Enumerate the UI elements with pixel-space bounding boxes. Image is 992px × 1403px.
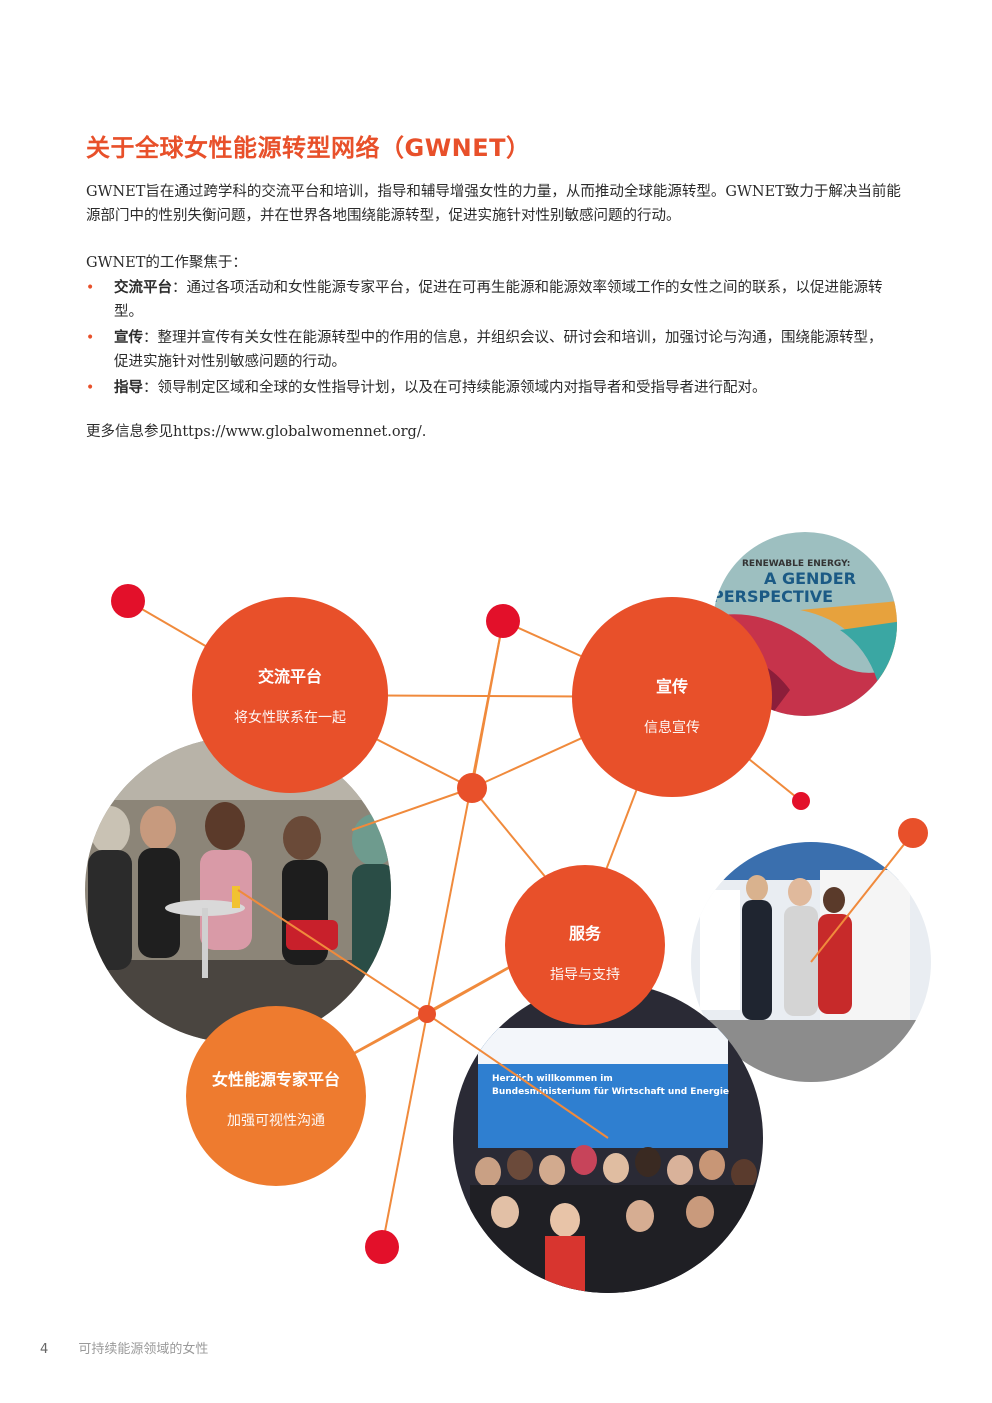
bullet-icon: • (86, 330, 95, 346)
bullet-term: 宣传 (114, 329, 143, 346)
node-title: 宣传 (655, 677, 688, 696)
red-dot (792, 792, 810, 810)
node-expert-platform-label: 女性能源专家平台 加强可视性沟通 (176, 1066, 376, 1130)
node-title: 服务 (568, 924, 601, 943)
bullet-term: 交流平台 (114, 279, 172, 296)
red-dot (418, 1005, 436, 1023)
red-dot (111, 584, 145, 618)
bullet-term: 指导 (114, 379, 143, 396)
node-expert-platform (186, 1006, 366, 1186)
book-title-line1: RENEWABLE ENERGY: (742, 559, 850, 569)
bullet-text: 领导制定区域和全球的女性指导计划，以及在可持续能源领域内对指导者和受指导者进行配… (157, 380, 767, 396)
bullet-text: 通过各项活动和女性能源专家平台，促进在可再生能源和能源效率领域工作的女性之间的联… (114, 280, 883, 320)
running-title: 可持续能源领域的女性 (78, 1342, 209, 1357)
bullet-separator: ： (143, 380, 158, 396)
red-dot (486, 604, 520, 638)
node-title: 女性能源专家平台 (211, 1070, 340, 1089)
node-subtitle: 加强可视性沟通 (227, 1113, 325, 1129)
book-title-line2: A GENDER (764, 569, 856, 588)
list-item: • 指导：领导制定区域和全球的女性指导计划，以及在可持续能源领域内对指导者和受指… (86, 376, 886, 400)
list-item: • 宣传：整理并宣传有关女性在能源转型中的作用的信息，并组织会议、研讨会和培训，… (86, 326, 886, 374)
node-subtitle: 信息宣传 (644, 720, 700, 736)
page-title: 关于全球女性能源转型网络（GWNET） (86, 134, 531, 162)
node-advocacy (572, 597, 772, 797)
page-number: 4 (40, 1342, 49, 1357)
more-info-link[interactable]: 更多信息参见https://www.globalwomennet.org/. (86, 424, 427, 440)
red-dot (457, 773, 487, 803)
bullet-icon: • (86, 380, 95, 396)
bullet-separator: ： (172, 280, 187, 296)
list-item: • 交流平台：通过各项活动和女性能源专家平台，促进在可再生能源和能源效率领域工作… (86, 276, 886, 324)
screen-text-line1: Herzlich willkommen im (492, 1074, 613, 1084)
network-dots (111, 584, 928, 1264)
node-subtitle: 指导与支持 (550, 967, 620, 983)
node-subtitle: 将女性联系在一起 (234, 710, 346, 726)
node-advocacy-label: 宣传 信息宣传 (572, 673, 772, 737)
focus-label: GWNET的工作聚焦于： (86, 255, 247, 271)
node-networking (192, 597, 388, 793)
network-diagram: RENEWABLE ENERGY: A GENDER PERSPECTIVE (0, 520, 992, 1320)
bullet-icon: • (86, 280, 95, 296)
node-services-label: 服务 指导与支持 (485, 920, 685, 984)
red-dot (365, 1230, 399, 1264)
red-dot (898, 818, 928, 848)
node-title: 交流平台 (257, 667, 322, 686)
node-services (505, 865, 665, 1025)
intro-paragraph: GWNET旨在通过跨学科的交流平台和培训，指导和辅导增强女性的力量，从而推动全球… (86, 184, 901, 224)
bullet-separator: ： (143, 330, 158, 346)
network-diagram-svg: RENEWABLE ENERGY: A GENDER PERSPECTIVE (85, 532, 931, 1293)
bullet-text: 整理并宣传有关女性在能源转型中的作用的信息，并组织会议、研讨会和培训，加强讨论与… (114, 330, 883, 370)
page-footer: 4 可持续能源领域的女性 (40, 1338, 208, 1357)
screen-text-line2: Bundesministerium für Wirtschaft und Ene… (492, 1087, 729, 1097)
node-networking-label: 交流平台 将女性联系在一起 (190, 663, 390, 727)
focus-list: • 交流平台：通过各项活动和女性能源专家平台，促进在可再生能源和能源效率领域工作… (86, 276, 886, 402)
book-title-line3: PERSPECTIVE (712, 587, 833, 606)
